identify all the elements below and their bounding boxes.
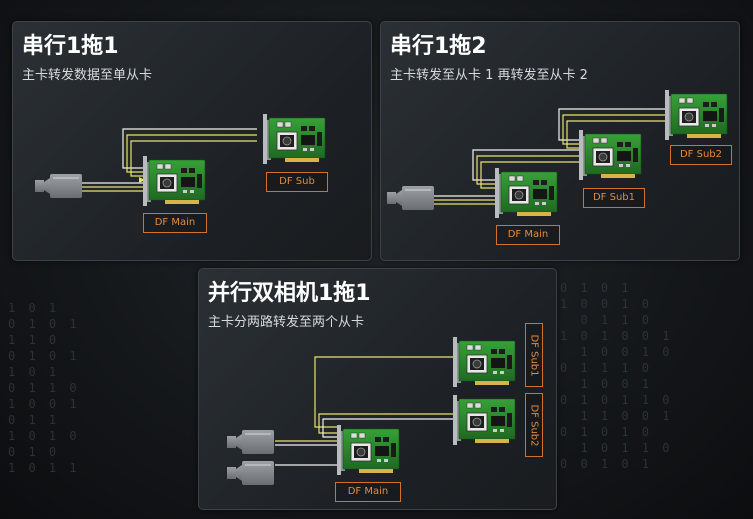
panel-title: 串行1拖2 [390, 34, 487, 59]
camera-icon [227, 461, 274, 485]
label-df-sub2-text: DF Sub2 [528, 403, 540, 447]
pcie-card-icon [578, 129, 642, 181]
label-df-sub1: DF Sub1 [583, 188, 645, 208]
panel-subtitle: 主卡转发数据至单从卡 [22, 68, 153, 83]
pcie-card-icon [494, 167, 558, 219]
data-lines [81, 128, 257, 192]
pcie-card-icon [452, 336, 516, 388]
label-df-sub2: DF Sub2 [525, 393, 543, 457]
label-df-sub1: DF Sub1 [525, 323, 543, 387]
arrowheads [139, 177, 145, 183]
panel-parallel-dual-camera: 并行双相机1拖1 主卡分两路转发至两个从卡 DF Main DF Sub1 DF… [198, 268, 557, 510]
label-df-sub: DF Sub [266, 172, 328, 192]
pcie-card-icon [336, 424, 400, 476]
label-df-main: DF Main [335, 482, 401, 502]
panel-title: 串行1拖1 [22, 34, 119, 59]
data-lines [433, 108, 665, 205]
pcie-card-icon [142, 155, 206, 207]
data-lines [275, 356, 453, 466]
label-df-sub2: DF Sub2 [670, 145, 732, 165]
diagram-parallel [227, 336, 516, 485]
panel-serial-1to2: 串行1拖2 主卡转发至从卡 1 再转发至从卡 2 DF Main DF Sub1… [380, 21, 740, 261]
panel-title: 并行双相机1拖1 [208, 281, 371, 306]
diagram-serial-1to1 [35, 113, 326, 207]
label-df-main: DF Main [496, 225, 560, 245]
pcie-card-icon [452, 394, 516, 446]
panel-serial-1to1: 串行1拖1 主卡转发数据至单从卡 DF Main DF Sub [12, 21, 372, 261]
label-df-main: DF Main [143, 213, 207, 233]
camera-icon [227, 430, 274, 454]
label-df-sub1-text: DF Sub1 [528, 333, 540, 377]
pcie-card-icon [262, 113, 326, 165]
binary-backdrop: 0 1 0 1 1 0 0 1 0 0 1 1 0 1 0 1 0 0 1 1 … [560, 281, 673, 471]
binary-backdrop-left: 1 0 1 0 1 0 1 1 1 0 0 1 0 1 1 0 1 0 1 1 … [8, 301, 80, 475]
pcie-card-icon [664, 89, 728, 141]
camera-icon [387, 186, 434, 210]
camera-icon [35, 174, 82, 198]
panel-subtitle: 主卡分两路转发至两个从卡 [208, 315, 365, 330]
panel-subtitle: 主卡转发至从卡 1 再转发至从卡 2 [390, 68, 588, 83]
diagram-serial-1to2 [387, 89, 728, 219]
